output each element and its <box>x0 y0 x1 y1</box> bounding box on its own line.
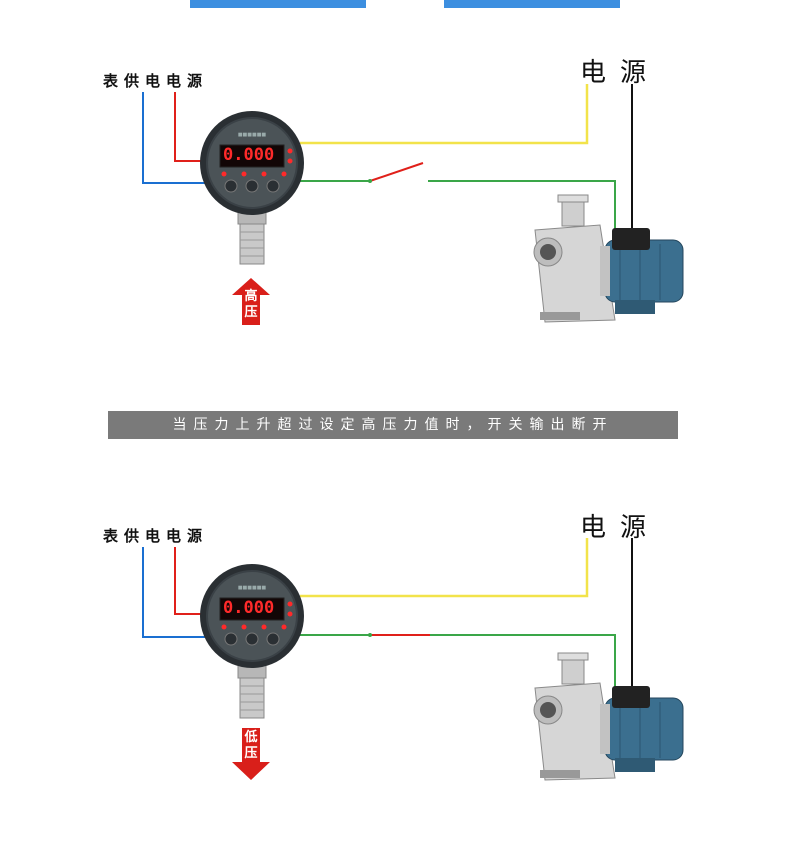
blue-supply-wire <box>142 547 205 638</box>
switch-pivot <box>368 633 372 637</box>
supply-label: 表供电电源 <box>103 527 209 545</box>
yellow-power-wire <box>300 538 589 598</box>
svg-text:■■■■■■: ■■■■■■ <box>238 585 267 591</box>
pressure-controller: ■■■■■■ <box>200 564 304 719</box>
gauge-readout: 0.000 <box>223 598 275 618</box>
gauge-display-window <box>219 597 285 621</box>
blue-supply-wire <box>142 92 205 184</box>
arrow-label: 高压 <box>244 289 258 320</box>
water-pump <box>533 652 684 781</box>
diagram-panel-high-pressure: ■■■■■■ <box>0 0 800 400</box>
gauge-display-window <box>219 144 285 168</box>
yellow-power-wire <box>300 84 589 145</box>
top-tab-right <box>444 0 620 8</box>
supply-label: 表供电电源 <box>103 72 209 90</box>
green-output-wire-right <box>428 180 616 230</box>
open-switch-blade <box>369 162 424 182</box>
pressure-controller: ■■■■■■ <box>200 111 304 265</box>
pressure-arrow-up <box>232 278 270 325</box>
svg-text:■■■■■■: ■■■■■■ <box>238 132 267 138</box>
power-label: 电源 <box>580 58 661 88</box>
gauge-readout: 0.000 <box>223 145 275 165</box>
arrow-label: 低压 <box>244 730 258 761</box>
red-supply-wire <box>174 547 205 615</box>
power-label: 电源 <box>580 513 661 543</box>
water-pump <box>533 194 684 323</box>
caption-bar: 当压力上升超过设定高压力值时，开关输出断开 <box>108 411 678 439</box>
switch-pivot <box>368 179 372 183</box>
red-supply-wire <box>174 92 205 162</box>
wiring-diagram-1: ■■■■■■ <box>142 84 684 325</box>
diagram-panel-low-pressure: ■■■■■■ <box>0 455 800 855</box>
wiring-diagram-2: ■■■■■■ <box>142 538 684 781</box>
green-output-wire-right <box>430 634 616 690</box>
top-tab-left <box>190 0 366 8</box>
pressure-arrow-down <box>232 728 270 780</box>
